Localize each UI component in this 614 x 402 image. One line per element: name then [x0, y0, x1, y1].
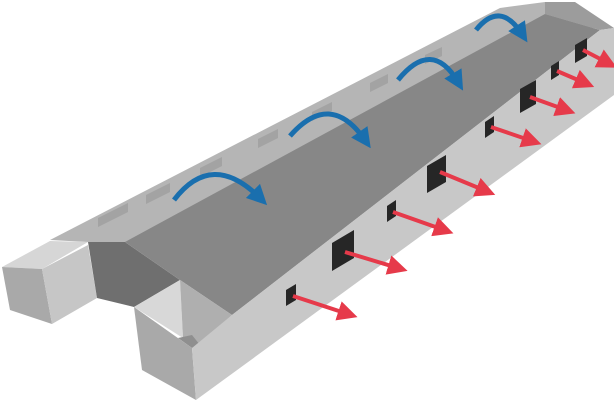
window: [575, 38, 587, 63]
circulation-arrow: [474, 13, 528, 43]
circulation-arrows: [172, 13, 528, 206]
exhaust-arrows: [292, 48, 614, 321]
circulation-arrow: [172, 172, 268, 206]
exhaust-arrow: [439, 170, 496, 197]
exhaust-arrow: [490, 125, 542, 148]
inner-side-wall: [180, 280, 232, 345]
circulation-arrow: [396, 57, 464, 91]
exhaust-arrow: [529, 95, 576, 117]
exhaust-arrow: [556, 69, 595, 89]
window: [520, 80, 536, 113]
left-block-front: [2, 267, 52, 324]
end-recess: [88, 242, 180, 307]
right-block-front: [134, 307, 196, 400]
window: [286, 284, 296, 306]
window: [387, 200, 396, 222]
inner-floor: [178, 335, 200, 348]
window: [427, 155, 446, 193]
window: [485, 116, 494, 138]
exhaust-arrow: [292, 294, 358, 321]
window: [332, 230, 354, 271]
exhaust-arrow: [582, 48, 614, 68]
window: [551, 61, 559, 80]
inner-end-wall: [134, 280, 183, 338]
left-block-top: [2, 241, 88, 269]
roof: [125, 14, 600, 315]
roof-gable-end: [545, 2, 614, 30]
exhaust-arrow: [344, 250, 408, 275]
windows: [286, 38, 587, 306]
roof-vents: [98, 47, 442, 227]
exhaust-arrow: [392, 210, 454, 237]
circulation-arrow: [288, 111, 371, 149]
left-block-side: [42, 245, 97, 324]
